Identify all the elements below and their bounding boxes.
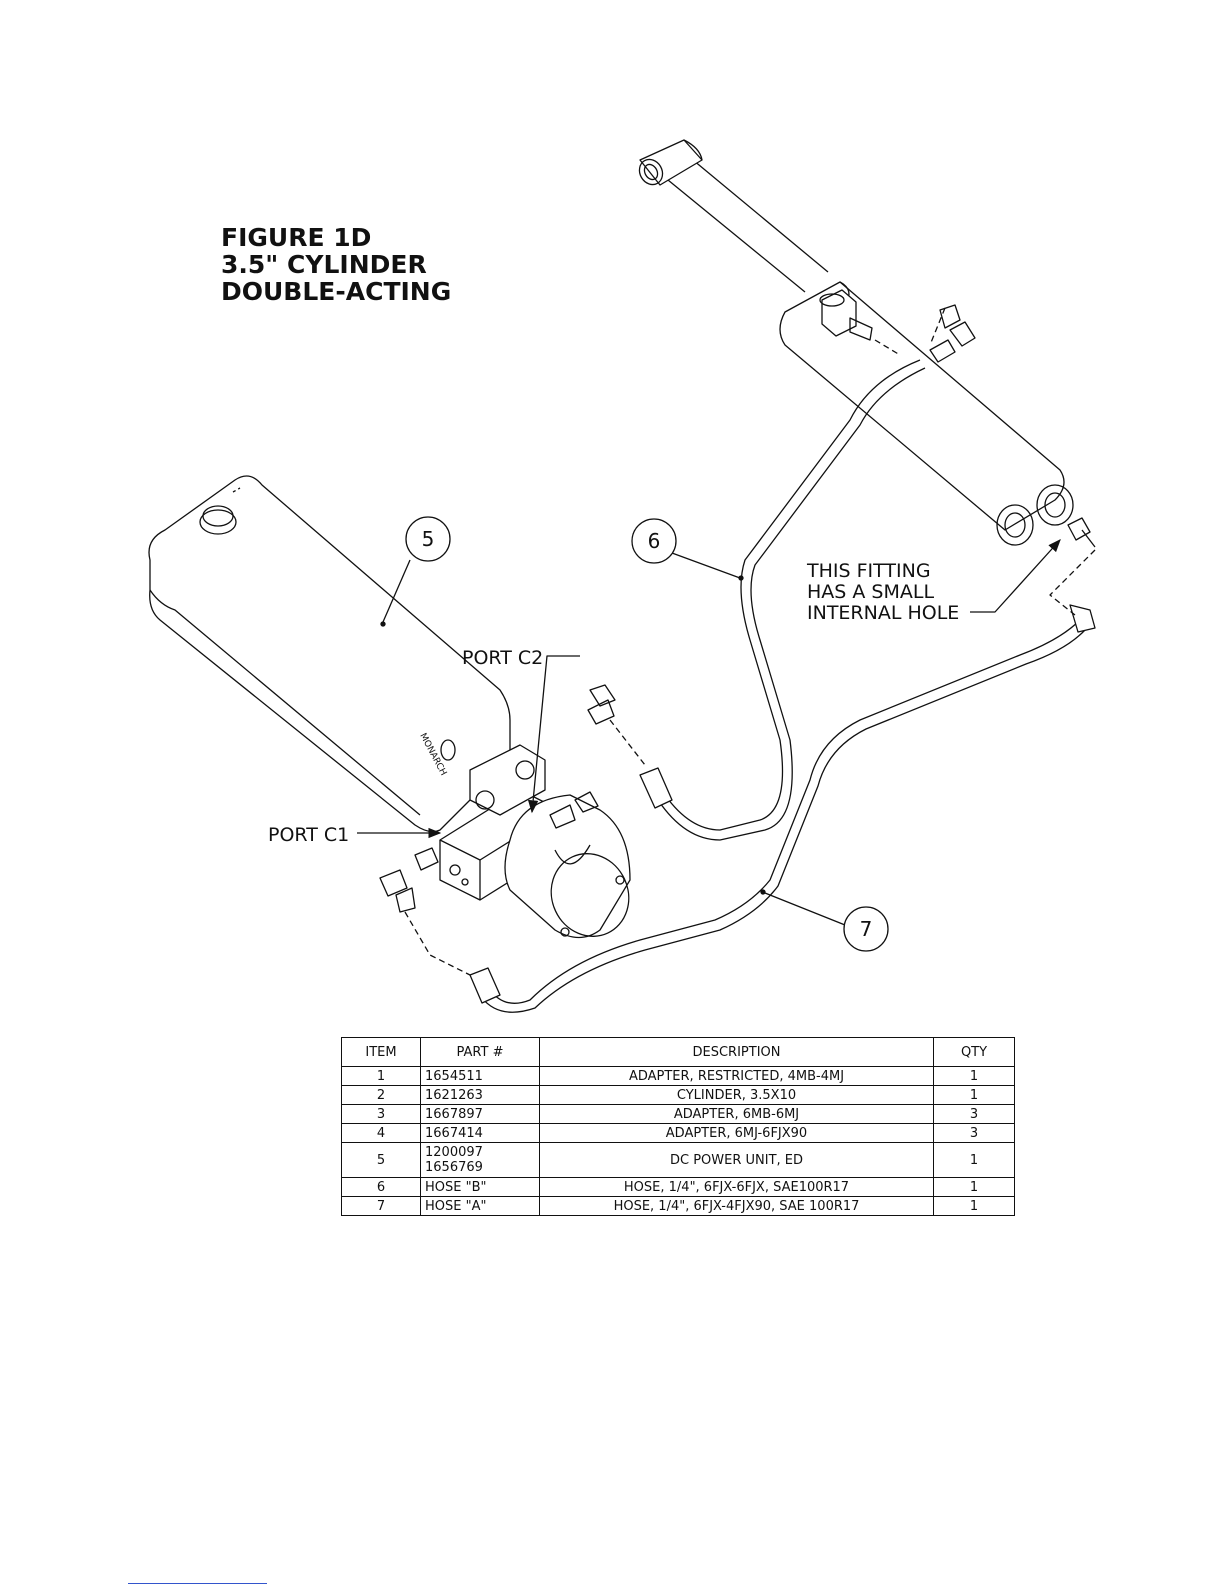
bom-qty: 1 [933, 1066, 1015, 1086]
bom-description: ADAPTER, 6MB-6MJ [539, 1104, 934, 1124]
port-c1-label: PORT C1 [268, 824, 349, 846]
table-row: 4 1667414 ADAPTER, 6MJ-6FJX90 3 [341, 1123, 1015, 1143]
bom-qty: 1 [933, 1085, 1015, 1105]
note-line-2: HAS A SMALL [807, 581, 934, 603]
port-c2-label: PORT C2 [462, 647, 543, 669]
bom-part: 1667414 [420, 1123, 540, 1143]
balloon-6-number: 6 [648, 529, 661, 553]
pump-fittings [379, 684, 616, 913]
bom-part: 1621263 [420, 1085, 540, 1105]
table-row: 3 1667897 ADAPTER, 6MB-6MJ 3 [341, 1104, 1015, 1124]
figure-title-line-1: FIGURE 1D [221, 223, 372, 252]
hose-7 [469, 604, 1096, 1013]
figure-title-line-2: 3.5" CYLINDER [221, 250, 427, 279]
balloon-5-number: 5 [422, 527, 435, 551]
power-unit-tank [148, 475, 511, 833]
bom-part: 1654511 [420, 1066, 540, 1086]
leader-6 [671, 552, 741, 579]
bom-item: 7 [341, 1196, 421, 1216]
bom-qty: 3 [933, 1104, 1015, 1124]
bom-header-row: ITEM PART # DESCRIPTION QTY [341, 1037, 1015, 1067]
bom-header-item: ITEM [341, 1037, 421, 1067]
bom-description: HOSE, 1/4", 6FJX-6FJX, SAE100R17 [539, 1177, 934, 1197]
bom-item: 2 [341, 1085, 421, 1105]
bom-description: CYLINDER, 3.5X10 [539, 1085, 934, 1105]
leader-note [970, 539, 1061, 613]
table-row: 6 HOSE "B" HOSE, 1/4", 6FJX-6FJX, SAE100… [341, 1177, 1015, 1197]
bom-part: HOSE "A" [420, 1196, 540, 1216]
cylinder [638, 139, 1096, 548]
bom-item: 6 [341, 1177, 421, 1197]
elbow-fitting-cylinder [929, 304, 976, 363]
figure-title: FIGURE 1D 3.5" CYLINDER DOUBLE-ACTING [221, 224, 451, 305]
bom-qty: 1 [933, 1142, 1015, 1178]
hydraulic-assembly-drawing: 5 6 7 PORT C2 PORT C1 THIS FITTING HAS A… [148, 139, 1096, 1013]
bom-qty: 3 [933, 1123, 1015, 1143]
footer-link-rule [128, 1583, 267, 1584]
bom-header-qty: QTY [933, 1037, 1015, 1067]
leader-port-c2 [527, 655, 580, 814]
bom-qty: 1 [933, 1196, 1015, 1216]
bom-item: 1 [341, 1066, 421, 1086]
bom-part: 1200097 1656769 [420, 1142, 540, 1178]
bom-description: ADAPTER, RESTRICTED, 4MB-4MJ [539, 1066, 934, 1086]
figure-title-line-3: DOUBLE-ACTING [221, 277, 452, 306]
table-row: 7 HOSE "A" HOSE, 1/4", 6FJX-4FJX90, SAE … [341, 1196, 1015, 1216]
leader-5 [382, 559, 411, 623]
bom-description: DC POWER UNIT, ED [539, 1142, 934, 1178]
bom-description: ADAPTER, 6MJ-6FJX90 [539, 1123, 934, 1143]
note-line-3: INTERNAL HOLE [807, 602, 959, 624]
bom-item: 4 [341, 1123, 421, 1143]
balloon-7-number: 7 [860, 917, 873, 941]
bom-part-line-2: 1656769 [425, 1160, 483, 1175]
note-line-1: THIS FITTING [806, 560, 931, 582]
bom-header-part: PART # [420, 1037, 540, 1067]
bom-part: HOSE "B" [420, 1177, 540, 1197]
balloon-5 [405, 516, 451, 562]
hose-6 [639, 359, 926, 841]
table-row: 2 1621263 CYLINDER, 3.5X10 1 [341, 1085, 1015, 1105]
balloon-7 [843, 906, 889, 952]
bom-description: HOSE, 1/4", 6FJX-4FJX90, SAE 100R17 [539, 1196, 934, 1216]
motor [504, 794, 631, 939]
bom-part-line-1: 1200097 [425, 1145, 483, 1160]
bom-header-description: DESCRIPTION [539, 1037, 934, 1067]
bill-of-materials-table: ITEM PART # DESCRIPTION QTY 1 1654511 AD… [341, 1037, 1015, 1216]
table-row: 1 1654511 ADAPTER, RESTRICTED, 4MB-4MJ 1 [341, 1066, 1015, 1086]
bom-item: 3 [341, 1104, 421, 1124]
leader-7 [764, 892, 846, 926]
bom-item: 5 [341, 1142, 421, 1178]
balloon-6 [631, 518, 677, 564]
bom-qty: 1 [933, 1177, 1015, 1197]
bom-part: 1667897 [420, 1104, 540, 1124]
table-row: 5 1200097 1656769 DC POWER UNIT, ED 1 [341, 1142, 1015, 1178]
